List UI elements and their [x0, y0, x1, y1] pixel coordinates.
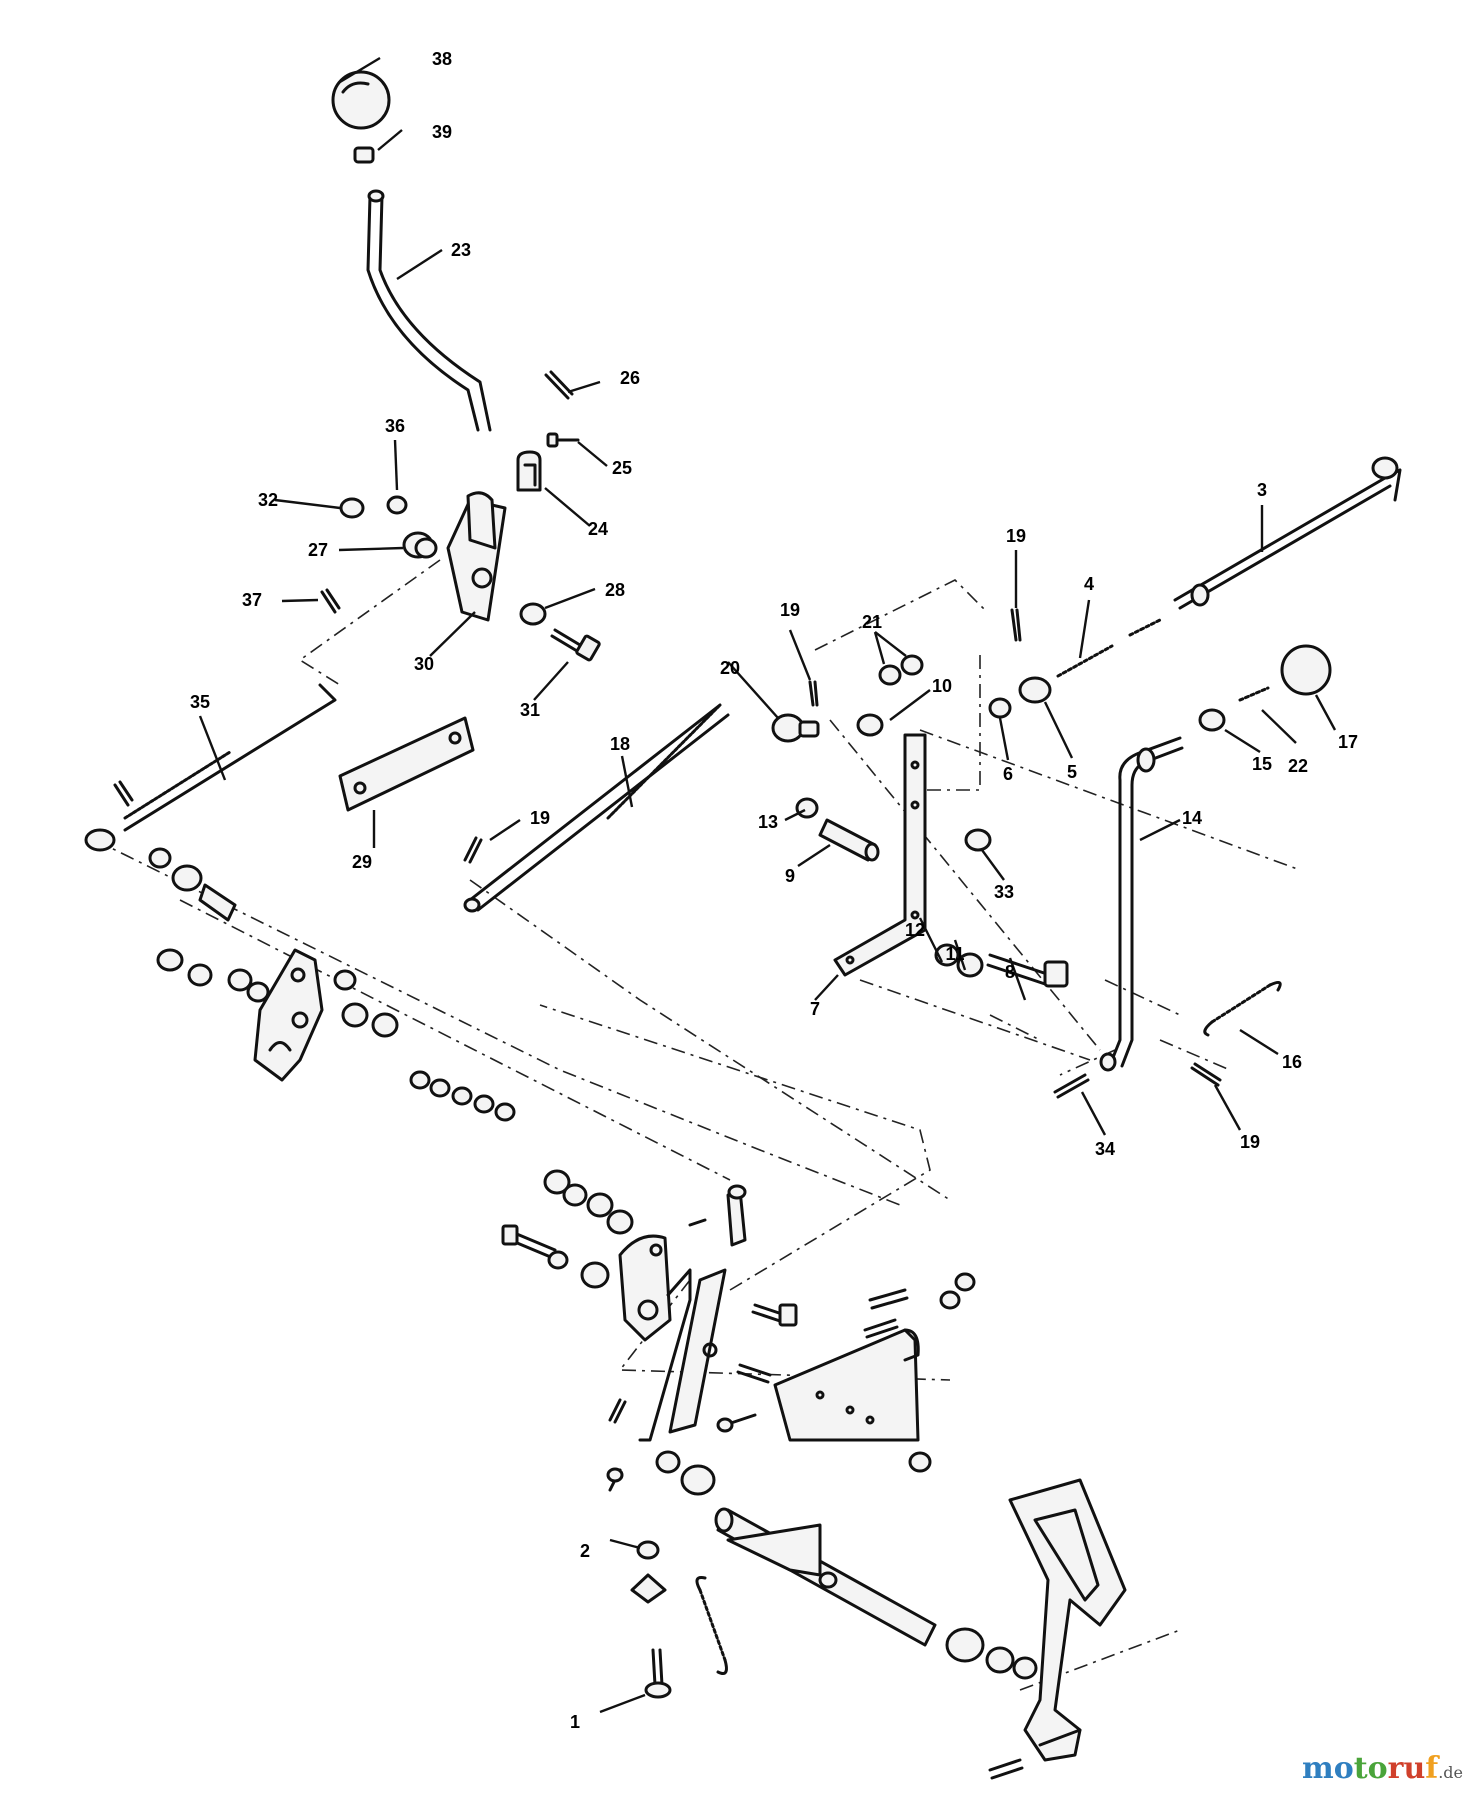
callout-13: 13	[758, 812, 778, 832]
callout-6: 6	[1003, 764, 1013, 784]
part-31-bolt	[550, 628, 601, 662]
part-7-bracket	[833, 733, 927, 977]
callout-5: 5	[1067, 762, 1077, 782]
callout-12: 12	[905, 920, 925, 940]
part-19-pin-d	[1190, 1062, 1222, 1087]
watermark-part-4: f	[1425, 1751, 1439, 1786]
part-29-strap	[338, 716, 475, 812]
part-24-bracket	[516, 450, 542, 492]
part-34-pin	[1053, 1073, 1090, 1099]
callout-34: 34	[1095, 1139, 1115, 1159]
part-15-washer	[1198, 708, 1226, 732]
part-clip	[630, 1573, 667, 1604]
callout-22: 22	[1288, 756, 1308, 776]
callout-10: 10	[932, 676, 952, 696]
pedal-shaft-assembly	[655, 1450, 1127, 1780]
part-extension-spring	[695, 1576, 728, 1675]
part-28-spacer	[519, 602, 547, 626]
part-2-nut	[636, 1540, 660, 1560]
part-11-bushing	[956, 952, 984, 978]
part-14-lever	[1099, 736, 1184, 1072]
callout-35: 35	[190, 692, 210, 712]
callout-31: 31	[520, 700, 540, 720]
callout-36: 36	[385, 416, 405, 436]
callout-15: 15	[1252, 754, 1272, 774]
part-20-clevis	[771, 713, 820, 743]
callout-1: 1	[570, 1712, 580, 1732]
callout-25: 25	[612, 458, 632, 478]
callout-16: 16	[1282, 1052, 1302, 1072]
callout-4: 4	[1084, 574, 1094, 594]
part-5-trunnion	[1018, 676, 1052, 704]
part-1-bolt	[644, 1648, 672, 1699]
callout-38: 38	[432, 49, 452, 69]
callout-23: 23	[451, 240, 471, 260]
callout-26: 26	[620, 368, 640, 388]
callout-17: 17	[1338, 732, 1358, 752]
callout-39: 39	[432, 122, 452, 142]
callout-19d: 19	[1240, 1132, 1260, 1152]
watermark-tld: .de	[1438, 1763, 1463, 1782]
part-19-pin-c	[1010, 608, 1022, 642]
callout-8: 8	[1005, 962, 1015, 982]
callout-11: 11	[945, 944, 964, 964]
part-36-washer	[386, 495, 408, 515]
callout-37: 37	[242, 590, 262, 610]
part-32-nut	[339, 497, 365, 519]
part-33-washer	[964, 828, 992, 852]
callout-20: 20	[720, 658, 740, 678]
callout-19c: 19	[530, 808, 550, 828]
part-3-rod	[1173, 456, 1402, 610]
part-8-bolt	[986, 953, 1069, 988]
callout-14: 14	[1182, 808, 1202, 828]
part-6-nut	[988, 697, 1012, 719]
callout-30: 30	[414, 654, 434, 674]
callout-24: 24	[588, 519, 608, 539]
callout-29: 29	[352, 852, 372, 872]
callout-labels: 1 2 3 4 5 6 7 8 9 10 11 12 13 14 15 16 1…	[190, 49, 1358, 1732]
part-19-pin-b	[808, 680, 819, 707]
part-26-cotter-pin	[544, 370, 574, 400]
part-18-rod	[463, 703, 730, 913]
callout-19a: 19	[1006, 526, 1026, 546]
watermark-part-2: to	[1353, 1751, 1388, 1786]
callout-2: 2	[580, 1541, 590, 1561]
callout-19b: 19	[780, 600, 800, 620]
part-37-cotter-pin	[320, 588, 341, 614]
part-9-spacer	[818, 818, 880, 862]
callout-28: 28	[605, 580, 625, 600]
callout-21: 21	[862, 612, 882, 632]
part-16-spring	[1203, 980, 1282, 1037]
lower-linkage-cluster	[501, 1169, 976, 1492]
callout-7: 7	[810, 999, 820, 1019]
part-19-pin-a	[463, 836, 483, 864]
callout-3: 3	[1257, 480, 1267, 500]
part-13-nut	[795, 797, 819, 819]
part-30-lever-plate	[446, 491, 507, 622]
part-38-knob	[331, 70, 391, 130]
part-10-washer	[856, 713, 884, 737]
callout-18: 18	[610, 734, 630, 754]
part-22-spring	[1238, 686, 1270, 702]
callout-32: 32	[258, 490, 278, 510]
callout-9: 9	[785, 866, 795, 886]
watermark-part-1: mo	[1302, 1751, 1354, 1786]
part-27-bushing	[402, 531, 438, 559]
watermark-part-3: ru	[1387, 1751, 1426, 1786]
part-23-shift-lever	[366, 189, 492, 432]
part-21-nuts	[878, 654, 924, 686]
motoruf-watermark: motoruf.de	[1302, 1751, 1463, 1786]
part-25-pin	[546, 432, 580, 448]
callout-27: 27	[308, 540, 328, 560]
callout-33: 33	[994, 882, 1014, 902]
callout-leaders	[198, 56, 1337, 1714]
left-bracket-cluster	[84, 828, 516, 1122]
part-39-nut	[353, 146, 375, 164]
part-4-spring	[1056, 618, 1162, 678]
part-17-knob	[1280, 644, 1332, 696]
part-35-rod	[113, 683, 337, 832]
